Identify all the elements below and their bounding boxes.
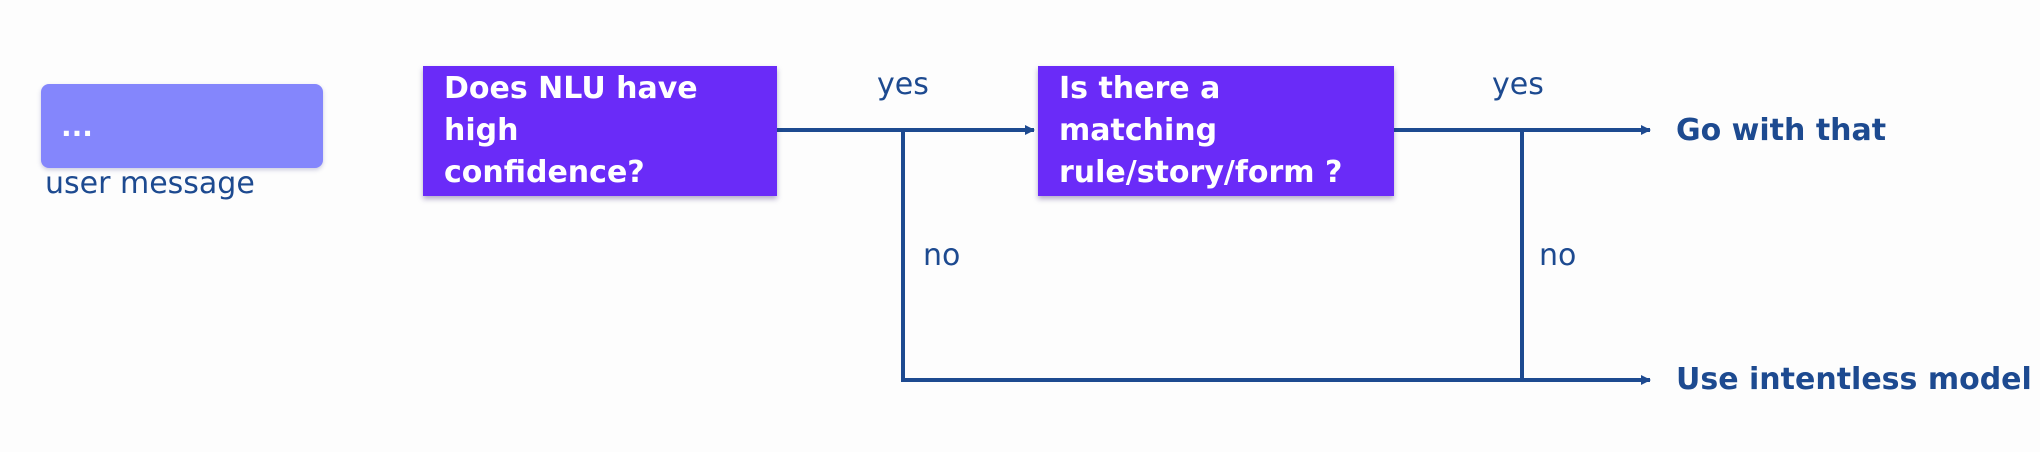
edge-label-yes-2: yes — [1492, 67, 1544, 102]
edge-label-no-1: no — [923, 238, 961, 273]
decision-matching-rule: Is there a matching rule/story/form ? — [1038, 66, 1394, 196]
user-message-box: ... — [41, 84, 323, 168]
decision-2-line-1: Is there a matching — [1059, 71, 1221, 148]
decision-1-line-1: Does NLU have high — [444, 71, 698, 148]
outcome-go-with-that: Go with that — [1676, 113, 1887, 148]
user-message-caption: user message — [45, 166, 255, 201]
user-message-text: ... — [61, 110, 93, 143]
decision-1-line-2: confidence? — [444, 155, 645, 190]
decision-2-line-2: rule/story/form ? — [1059, 155, 1343, 190]
outcome-use-intentless-model: Use intentless model — [1676, 362, 2032, 397]
edge-label-no-2: no — [1539, 238, 1577, 273]
edge-label-yes-1: yes — [877, 67, 929, 102]
decision-nlu-confidence: Does NLU have high confidence? — [423, 66, 777, 196]
